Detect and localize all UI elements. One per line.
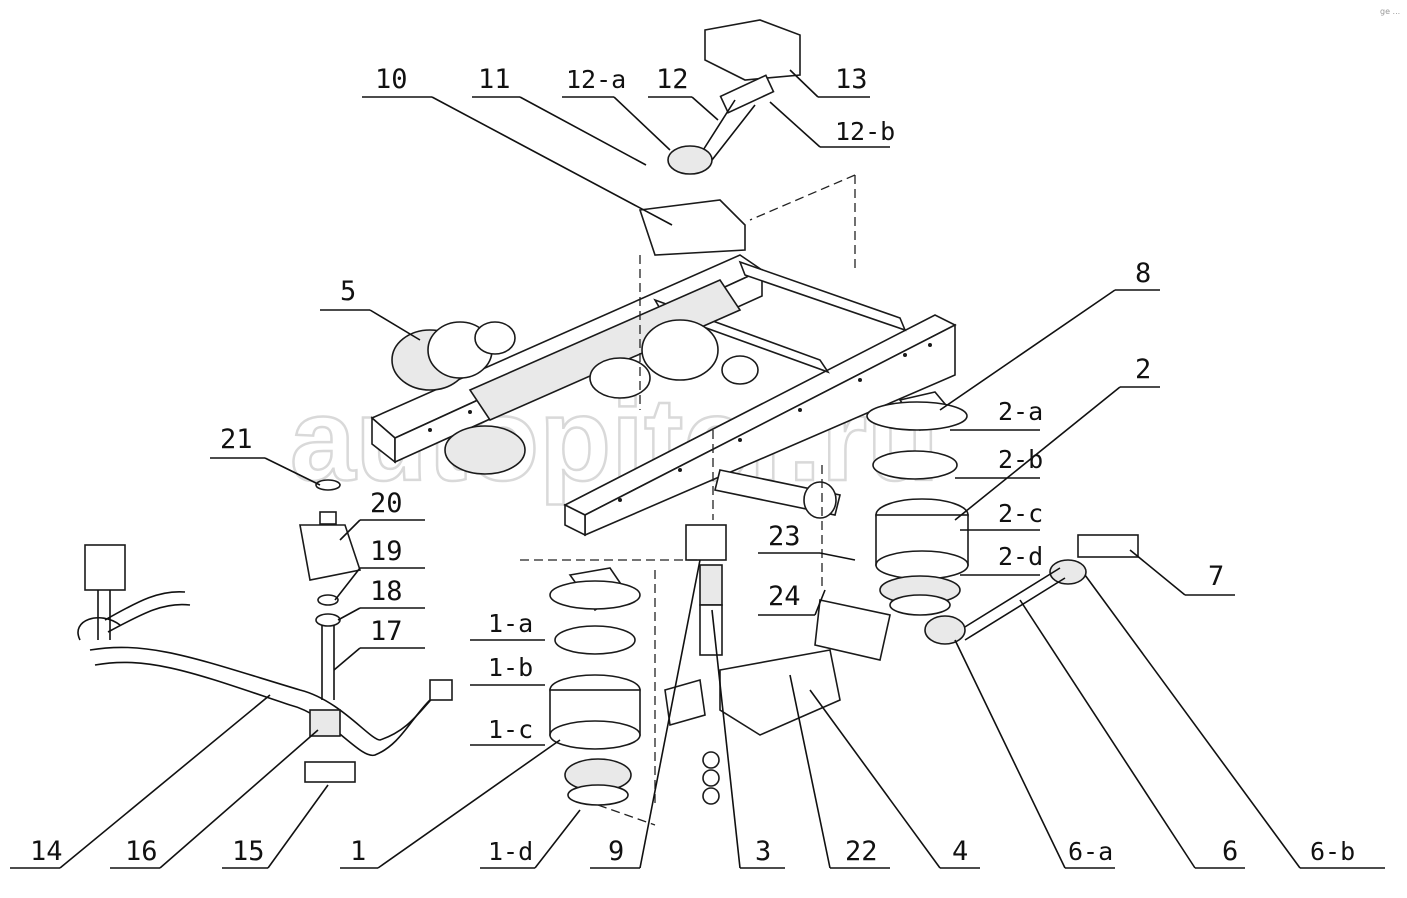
- callout-23: 23: [768, 521, 801, 552]
- callout-12: 12: [656, 64, 689, 95]
- leader-lines: [10, 69, 1385, 869]
- callout-6-a: 6-a: [1068, 837, 1113, 866]
- callout-13: 13: [835, 64, 868, 95]
- callout-19: 19: [370, 536, 403, 567]
- drive-axle-assembly: [391, 278, 841, 519]
- callout-12-b: 12-b: [835, 117, 895, 146]
- callout-24: 24: [768, 581, 801, 612]
- corner-mark: ge ...: [1380, 7, 1400, 16]
- callout-2: 2: [1135, 354, 1151, 385]
- air-spring-left: [549, 567, 641, 806]
- callout-6: 6: [1222, 836, 1238, 867]
- callout-3: 3: [755, 836, 771, 867]
- callout-10: 10: [375, 64, 408, 95]
- callout-11: 11: [478, 64, 511, 95]
- callout-9: 9: [608, 836, 624, 867]
- callout-4: 4: [952, 836, 968, 867]
- callout-labels: 10 11 12-a 12 13 12-b 5 8 2 2-a 2-b 2-c …: [30, 64, 1355, 867]
- callout-2-a: 2-a: [998, 397, 1043, 426]
- callout-1-b: 1-b: [488, 653, 533, 682]
- callout-16: 16: [125, 836, 158, 867]
- stabilizer-link: [299, 479, 362, 700]
- stabilizer-bar: [77, 544, 453, 783]
- callout-14: 14: [30, 836, 63, 867]
- upper-rod-assembly: [638, 19, 801, 256]
- callout-6-b: 6-b: [1310, 837, 1355, 866]
- callout-1: 1: [350, 836, 366, 867]
- callout-5: 5: [340, 276, 356, 307]
- callout-1-d: 1-d: [488, 837, 533, 866]
- callout-2-c: 2-c: [998, 499, 1043, 528]
- callout-8: 8: [1135, 258, 1151, 289]
- callout-21: 21: [220, 424, 253, 455]
- callout-2-d: 2-d: [998, 542, 1043, 571]
- shock-absorber: [685, 524, 727, 805]
- callout-2-b: 2-b: [998, 445, 1043, 474]
- callout-17: 17: [370, 616, 403, 647]
- lateral-rod: [664, 534, 1139, 736]
- callout-1-c: 1-c: [488, 715, 533, 744]
- callout-20: 20: [370, 488, 403, 519]
- air-spring-right: [866, 391, 969, 616]
- callout-15: 15: [232, 836, 265, 867]
- callout-12-a: 12-a: [566, 65, 626, 94]
- callout-1-a: 1-a: [488, 609, 533, 638]
- assembly-guide-lines: [520, 174, 856, 826]
- callout-7: 7: [1208, 561, 1224, 592]
- callout-22: 22: [845, 836, 878, 867]
- callout-18: 18: [370, 576, 403, 607]
